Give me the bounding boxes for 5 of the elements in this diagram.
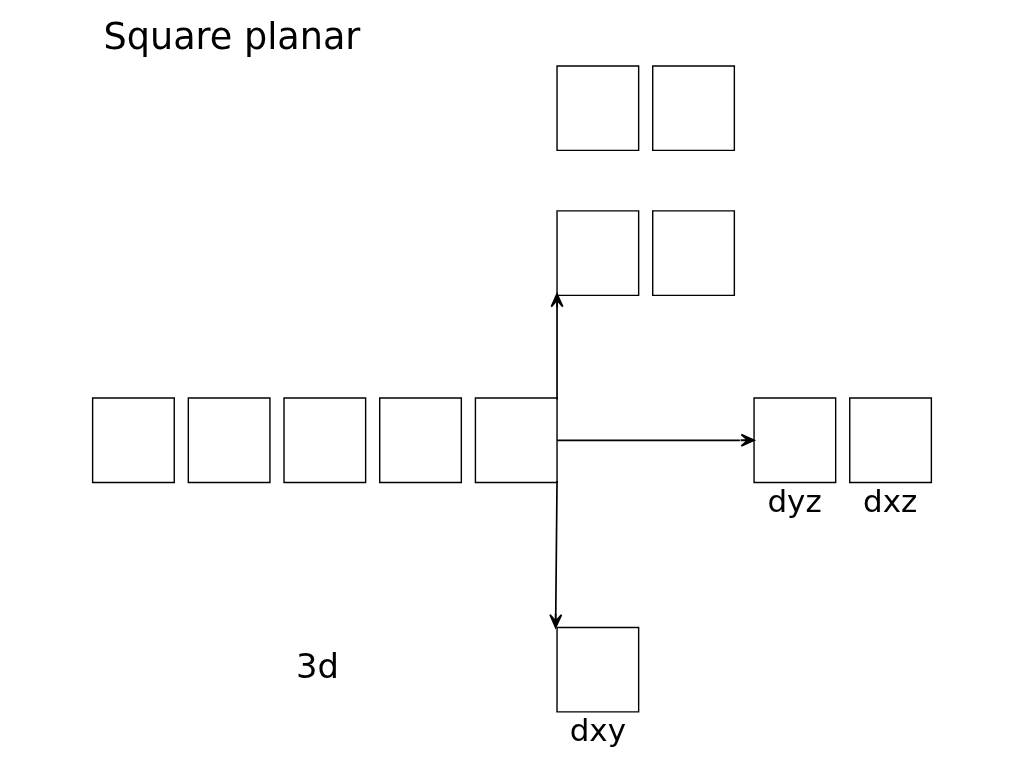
label: 3d bbox=[295, 647, 339, 687]
node-label: dxz bbox=[863, 482, 918, 519]
node-label: dyz bbox=[767, 482, 822, 519]
diagram-title: Square planar bbox=[103, 14, 361, 58]
node-label: dxy bbox=[569, 711, 626, 748]
